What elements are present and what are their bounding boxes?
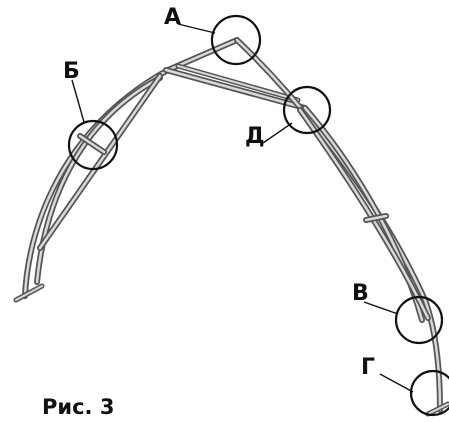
ridge-crossbar-lower (175, 63, 301, 103)
right-cross-strut (363, 213, 389, 223)
ridge-crossbar (163, 67, 308, 111)
callout-label-g: Г (361, 355, 375, 380)
callout-label-a: А (164, 5, 181, 30)
callout-circle-b (67, 119, 119, 171)
left-diagonal-brace (37, 73, 163, 251)
figure-caption: Рис. 3 (42, 395, 114, 419)
leader-d (262, 122, 293, 144)
callout-circle-d (282, 85, 332, 135)
leader-a (177, 23, 216, 34)
callout-labels: А Б Д В Г (63, 5, 375, 380)
right-outer-arc (234, 37, 443, 413)
callout-label-d: Д (245, 124, 265, 149)
callout-label-v: В (352, 281, 369, 306)
callout-circle-v (394, 295, 444, 345)
callout-circles (67, 14, 449, 417)
right-foot-plate (425, 401, 449, 417)
left-inner-arc (34, 75, 163, 285)
callout-label-b: Б (63, 59, 80, 84)
leader-b (71, 79, 85, 123)
left-cross-strut (77, 133, 107, 155)
callout-circle-g (409, 369, 449, 417)
right-diagonal-brace (297, 107, 431, 321)
leader-g (379, 373, 414, 393)
arch-frame (13, 37, 449, 417)
leader-lines (71, 23, 414, 393)
left-foot-plate (13, 283, 45, 303)
callout-circle-a (210, 14, 262, 66)
leader-v (363, 301, 399, 315)
